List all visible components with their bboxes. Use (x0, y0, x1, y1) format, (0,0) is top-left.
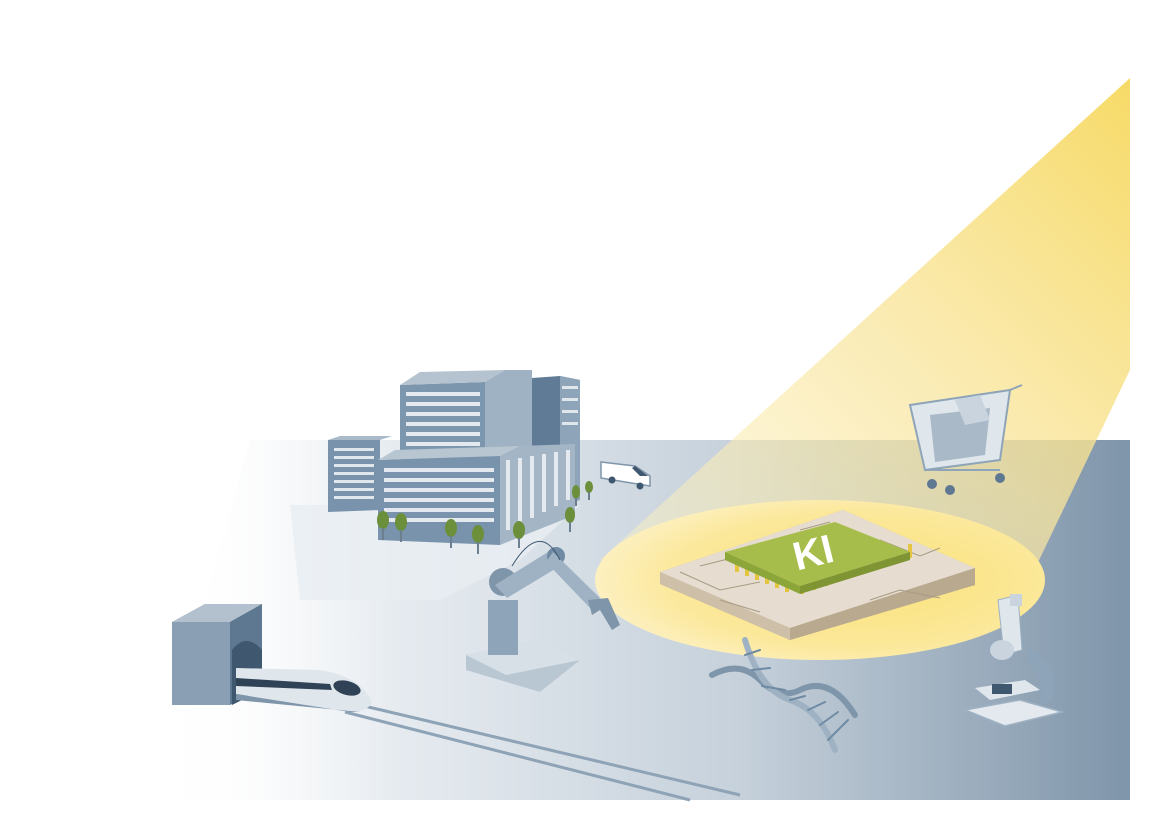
trees-icon (377, 481, 593, 554)
shopping-cart-icon (908, 384, 1023, 495)
microscope-icon (962, 594, 1065, 727)
dna-helix-icon (709, 637, 858, 753)
robot-arm-icon (466, 541, 620, 692)
office-building-icon (328, 370, 580, 545)
ai-chip-icon: KI (660, 510, 975, 640)
delivery-van-icon (600, 461, 651, 490)
train-rails (344, 703, 741, 802)
high-speed-train-icon (236, 668, 372, 712)
